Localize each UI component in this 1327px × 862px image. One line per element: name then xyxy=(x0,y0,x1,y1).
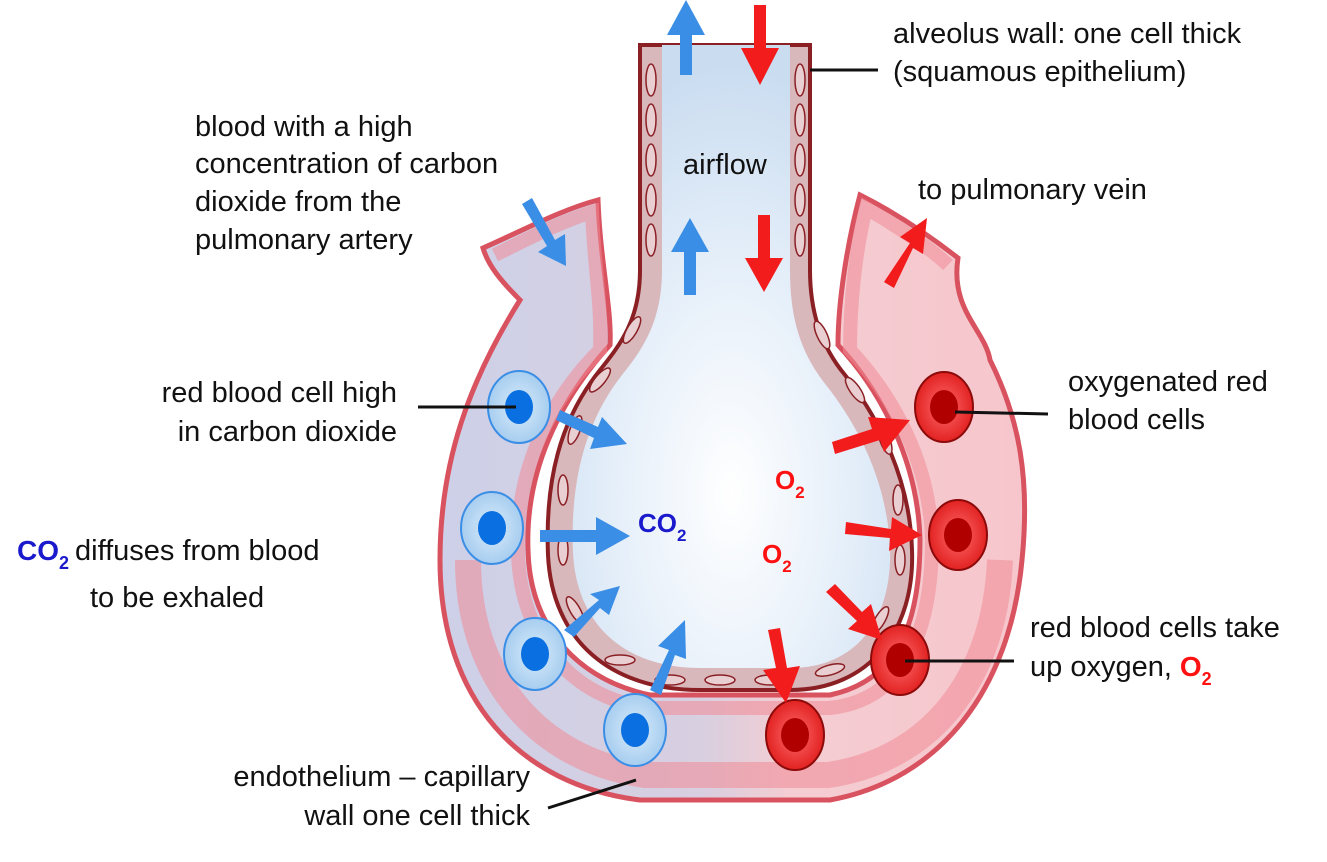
label-artery-3: dioxide from the xyxy=(195,186,401,218)
o2-formula: O xyxy=(762,539,782,569)
leader-line xyxy=(954,410,1049,416)
o2-subscript: 2 xyxy=(795,483,804,502)
label-rbc-co2-1: red blood cell high xyxy=(162,377,397,409)
arrow-right-icon xyxy=(556,410,627,449)
label-rbc-co2-2: in carbon dioxide xyxy=(178,416,397,448)
arrow-diagonal-icon xyxy=(564,586,620,637)
arrow-up-icon xyxy=(667,0,705,75)
rbc-o2-cell xyxy=(928,499,988,571)
o2-label-lower: O2 xyxy=(762,539,792,576)
co2-subscript: 2 xyxy=(59,553,69,573)
label-airflow: airflow xyxy=(683,149,768,181)
leader-lines xyxy=(418,68,1049,810)
rbc-o2-cell xyxy=(765,699,825,771)
co2-label-alveolus: CO2 xyxy=(638,508,686,545)
arrow-right-icon xyxy=(540,517,630,555)
label-diffuse-1: diffuses from blood xyxy=(75,535,320,567)
label-artery-1: blood with a high xyxy=(195,111,413,143)
co2-subscript: 2 xyxy=(677,526,686,545)
label-diffuse-2: to be exhaled xyxy=(90,582,264,614)
label-take-up-1: red blood cells take xyxy=(1030,612,1280,644)
label-pulmonary-vein: to pulmonary vein xyxy=(918,174,1147,206)
arrow-right-icon xyxy=(832,417,910,454)
label-take-up-2: up oxygen, O2 xyxy=(1030,651,1212,689)
label-artery-4: pulmonary artery xyxy=(195,224,413,256)
endothelium-band xyxy=(455,559,1013,788)
label-take-up-2-prefix: up oxygen, xyxy=(1030,651,1172,683)
leader-line xyxy=(547,778,637,810)
label-endothelium-1: endothelium – capillary xyxy=(233,761,530,793)
label-artery-2: concentration of carbon xyxy=(195,148,498,180)
rbc-o2-group xyxy=(765,371,988,771)
arrow-diagonal-icon xyxy=(884,218,927,288)
arrow-diagonal-icon xyxy=(826,584,882,640)
label-co2-diffuses: CO2 diffuses from blood xyxy=(17,535,320,573)
arrow-down-icon xyxy=(745,215,783,292)
co2-formula: CO xyxy=(17,535,59,566)
alveolus-air-space xyxy=(572,45,891,668)
arrow-up-icon xyxy=(671,218,709,295)
arrow-right-icon xyxy=(845,517,922,551)
rbc-co2-cell xyxy=(503,617,567,691)
blue-arrows xyxy=(522,0,709,695)
label-alveolus-wall-2: (squamous epithelium) xyxy=(893,56,1186,88)
label-endothelium-2: wall one cell thick xyxy=(303,800,530,832)
o2-label-upper: O2 xyxy=(775,465,805,502)
rbc-co2-cell xyxy=(603,693,667,767)
label-alveolus-wall-1: alveolus wall: one cell thick xyxy=(893,18,1242,50)
capillary-outer-wall xyxy=(437,191,1028,803)
co2-formula: CO xyxy=(638,508,677,538)
red-arrows xyxy=(741,5,927,703)
o2-formula: O xyxy=(1180,651,1202,682)
alveolus xyxy=(545,43,915,692)
arrow-diagonal-icon xyxy=(650,620,686,695)
o2-subscript: 2 xyxy=(1202,669,1212,689)
arrow-down-icon xyxy=(763,628,800,703)
arrow-diagonal-icon xyxy=(522,198,566,266)
rbc-o2-cell xyxy=(914,371,974,443)
alveolus-wall-cells xyxy=(557,63,906,686)
o2-subscript: 2 xyxy=(782,557,791,576)
o2-formula: O xyxy=(775,465,795,495)
arrow-down-icon xyxy=(741,5,779,85)
rbc-co2-cell xyxy=(460,491,524,565)
label-oxy-rbc-1: oxygenated red xyxy=(1068,366,1268,398)
label-oxy-rbc-2: blood cells xyxy=(1068,404,1205,436)
